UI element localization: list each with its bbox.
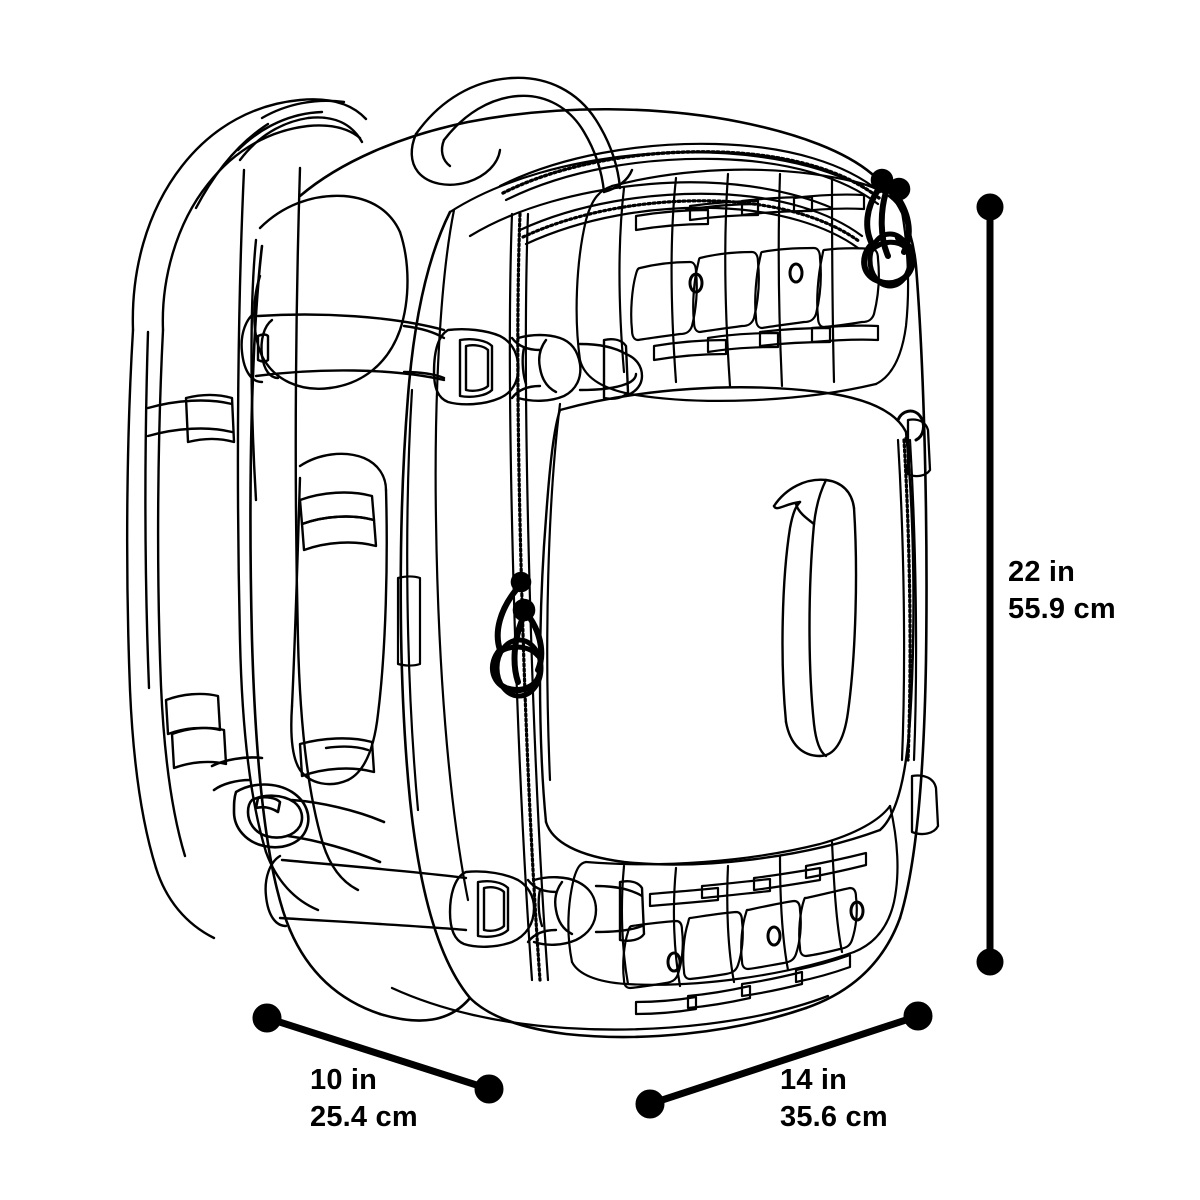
fabric-tab bbox=[396, 575, 422, 667]
d-ring-hardware bbox=[210, 756, 386, 864]
compression-buckle-lower bbox=[264, 854, 646, 948]
zipper-pull-cord-top bbox=[861, 168, 916, 289]
side-strap-padded bbox=[290, 452, 388, 786]
side-grab-handle bbox=[772, 478, 858, 758]
side-webbing-tab bbox=[906, 418, 940, 836]
height-metric-value: 55.9 cm bbox=[1008, 592, 1116, 625]
compression-buckle-upper bbox=[240, 310, 644, 406]
dimension-height-line bbox=[976, 193, 1004, 976]
lid-panel bbox=[448, 151, 850, 238]
zipper-pull-cord-front bbox=[489, 571, 545, 699]
molle-panel-lower bbox=[567, 804, 899, 1016]
dimension-label-depth: 10 in 25.4 cm bbox=[310, 1062, 418, 1135]
front-panel bbox=[538, 386, 915, 866]
dimension-width-line bbox=[635, 1001, 933, 1119]
side-zipper bbox=[896, 409, 925, 762]
height-imperial-value: 22 in bbox=[1008, 556, 1076, 588]
dimension-label-width: 14 in 35.6 cm bbox=[780, 1062, 888, 1135]
top-carry-handle bbox=[410, 76, 634, 194]
dimension-depth-line bbox=[252, 1003, 504, 1104]
molle-panel-upper bbox=[575, 168, 910, 402]
depth-imperial-value: 10 in bbox=[310, 1064, 378, 1096]
width-metric-value: 35.6 cm bbox=[780, 1100, 888, 1133]
dimension-lines bbox=[252, 193, 1004, 1119]
main-zipper bbox=[498, 142, 882, 982]
main-body-shell bbox=[249, 107, 928, 1039]
dimension-label-height: 22 in 55.9 cm bbox=[1008, 554, 1116, 627]
width-imperial-value: 14 in bbox=[780, 1064, 848, 1096]
body-contour-lines bbox=[406, 208, 562, 902]
bottom-seam bbox=[390, 986, 830, 1031]
depth-metric-value: 25.4 cm bbox=[310, 1100, 418, 1133]
shoulder-straps bbox=[125, 98, 368, 940]
